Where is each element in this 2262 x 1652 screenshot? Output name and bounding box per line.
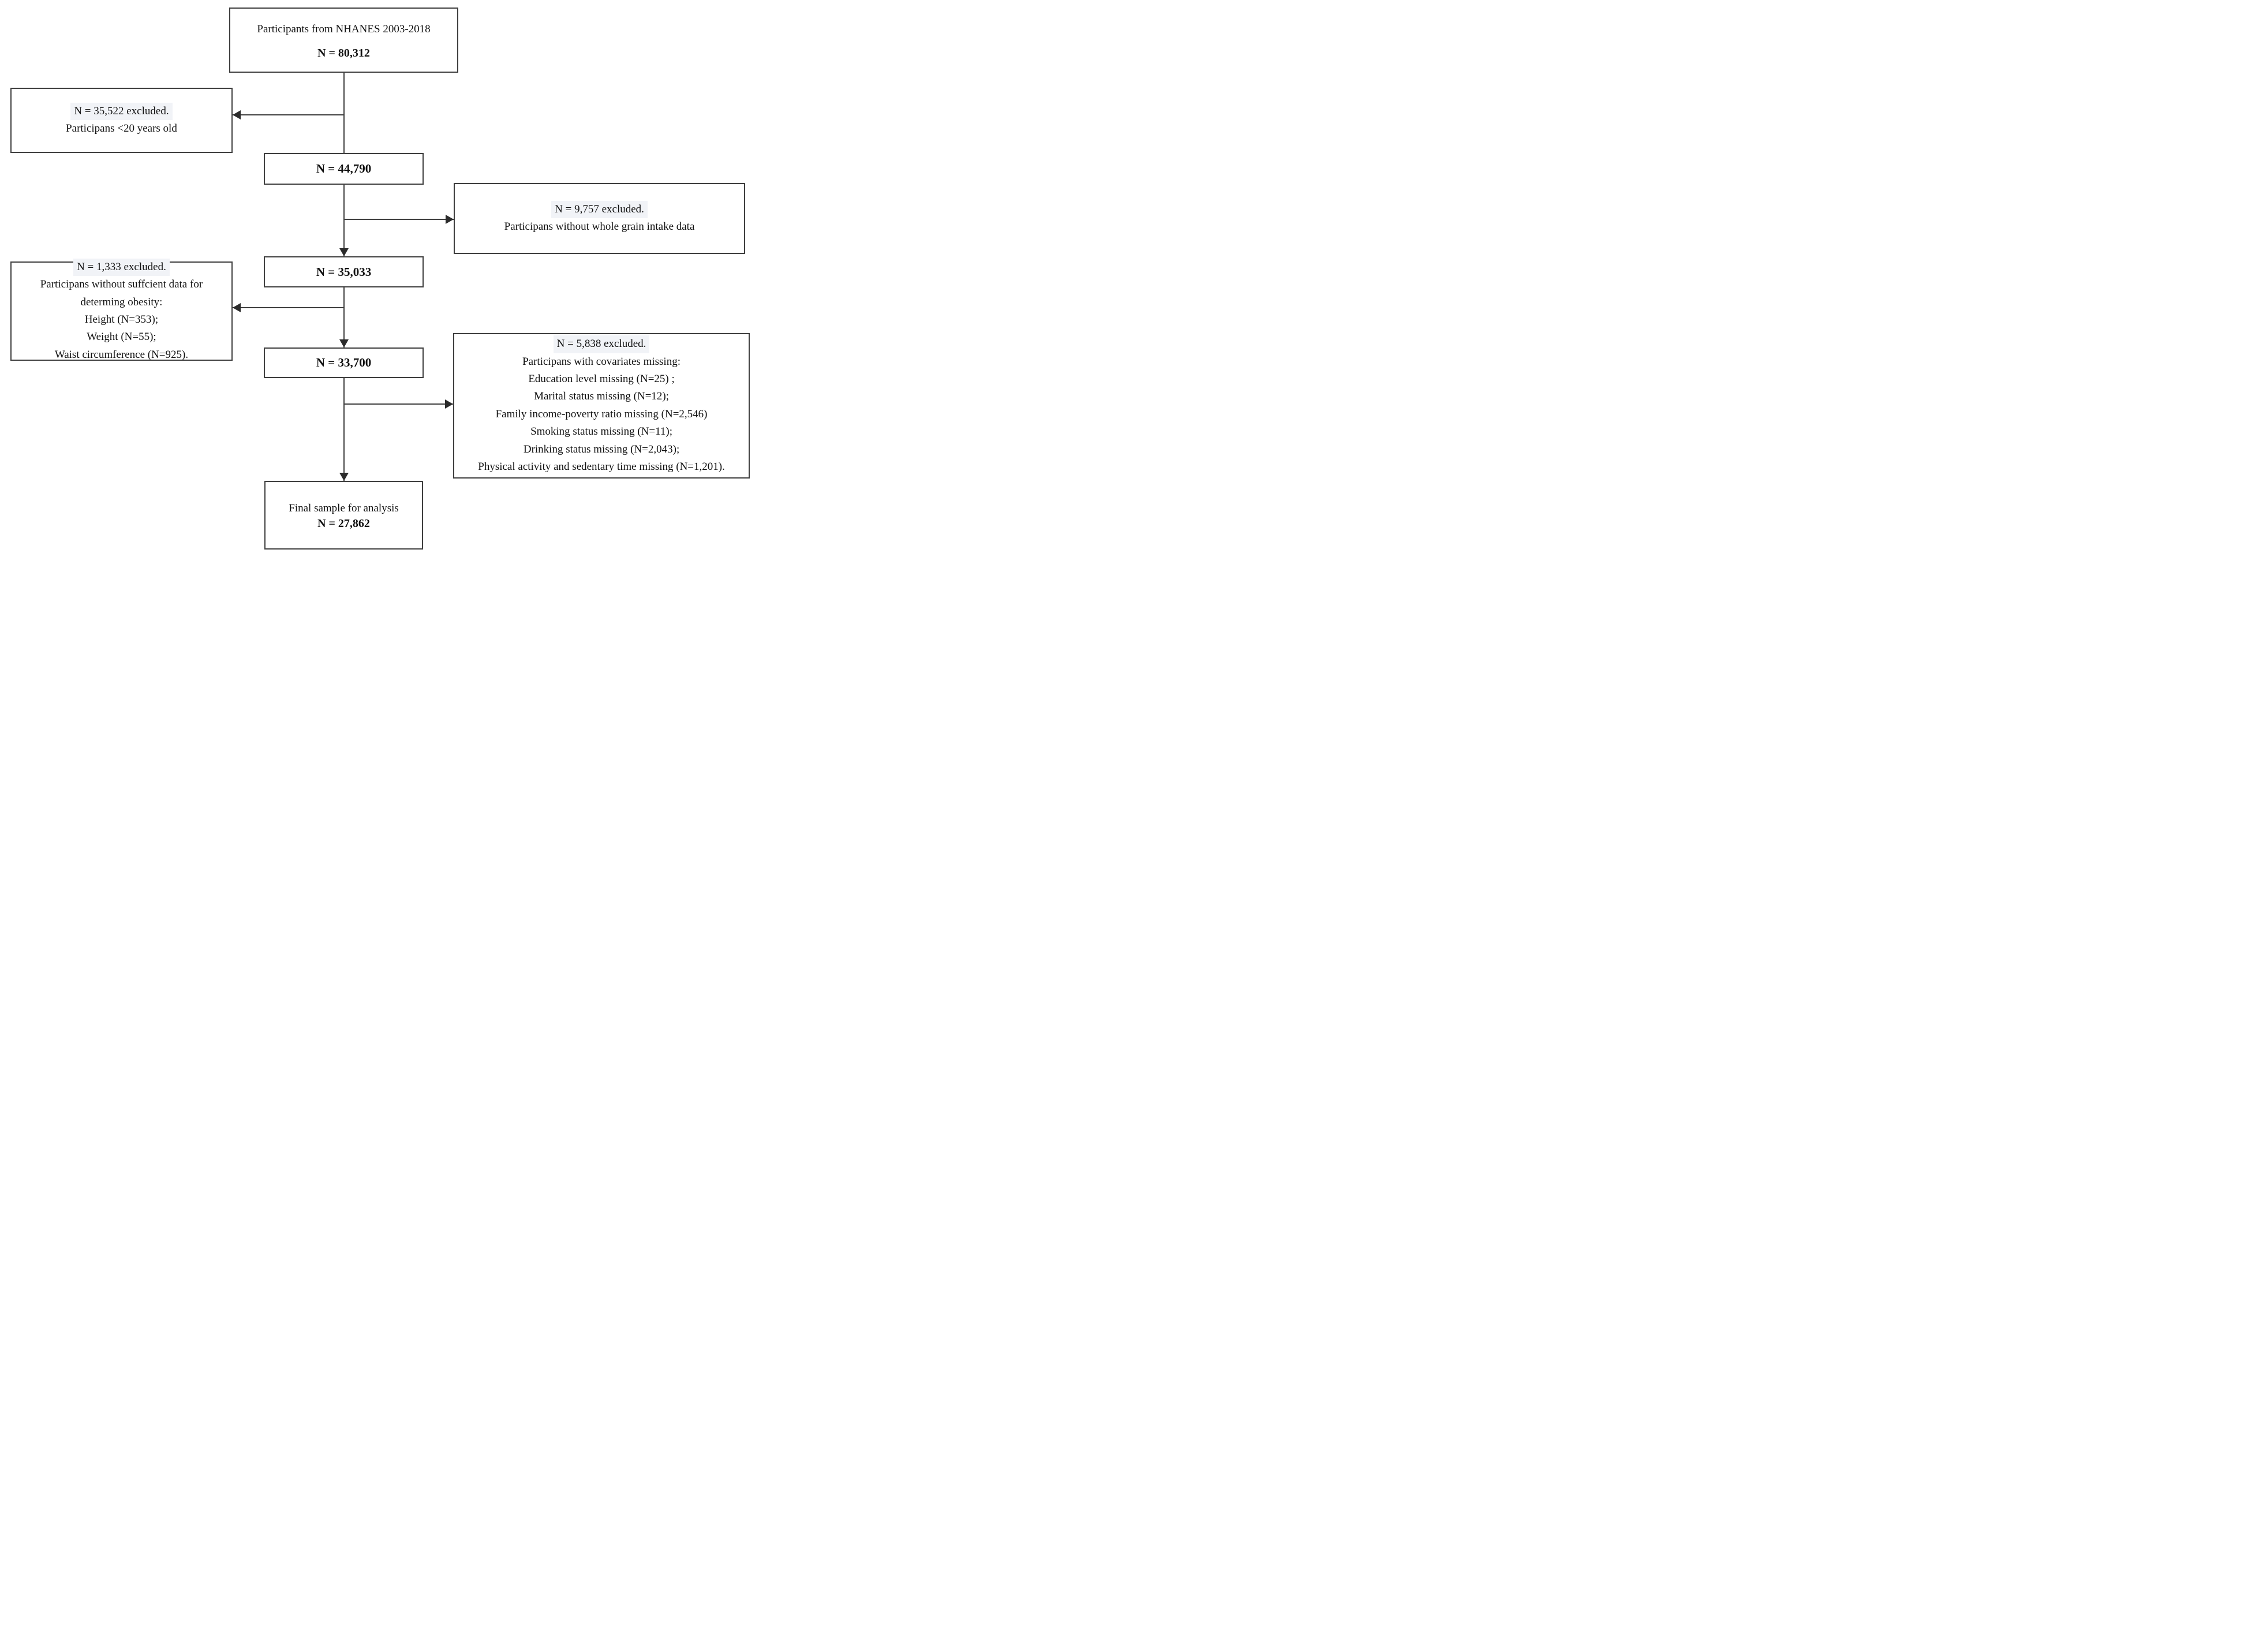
- excluded-detail: Drinking status missing (N=2,043);: [523, 443, 680, 455]
- connector-line: [232, 307, 344, 309]
- excluded-detail: Smoking status missing (N=11);: [530, 425, 673, 438]
- participant-flow-diagram: Participants from NHANES 2003-2018 N = 8…: [0, 0, 754, 551]
- arrowhead-right-icon: [446, 214, 454, 224]
- box-excluded-whole-grain: N = 9,757 excluded. Participans without …: [454, 182, 745, 254]
- connector-line: [343, 72, 345, 154]
- excluded-count: N = 1,333 excluded.: [73, 258, 170, 276]
- excluded-count: N = 5,838 excluded.: [553, 335, 650, 353]
- arrowhead-right-icon: [444, 399, 453, 409]
- excluded-detail: Marital status missing (N=12);: [534, 390, 670, 403]
- connector-line: [343, 378, 345, 481]
- arrowhead-down-icon: [339, 473, 349, 481]
- box-n-44790: N = 44,790: [264, 153, 424, 185]
- sample-count: N = 33,700: [316, 355, 372, 369]
- excluded-reason: Participans with covariates missing:: [522, 355, 681, 368]
- arrowhead-down-icon: [339, 339, 349, 347]
- excluded-count: N = 9,757 excluded.: [551, 200, 648, 219]
- connector-line: [343, 287, 345, 348]
- connector-line: [343, 184, 345, 256]
- box-excluded-obesity-data: N = 1,333 excluded. Participans without …: [10, 258, 233, 361]
- arrowhead-left-icon: [232, 110, 241, 119]
- excluded-detail: Height (N=353);: [84, 313, 159, 326]
- box-excluded-covariates: N = 5,838 excluded. Participans with cov…: [453, 333, 750, 479]
- connector-line: [232, 114, 344, 115]
- box-n-33700: N = 33,700: [264, 347, 424, 379]
- excluded-detail: Education level missing (N=25) ;: [528, 373, 675, 386]
- connector-line: [343, 218, 454, 220]
- box-excluded-age: N = 35,522 excluded. Participans <20 yea…: [10, 87, 233, 154]
- source-count: N = 80,312: [317, 46, 370, 59]
- source-label: Participants from NHANES 2003-2018: [257, 23, 431, 35]
- excluded-count: N = 35,522 excluded.: [70, 103, 173, 121]
- box-nhanes-source: Participants from NHANES 2003-2018 N = 8…: [229, 8, 459, 73]
- sample-count: N = 35,033: [316, 264, 372, 279]
- connector-line: [343, 403, 453, 405]
- excluded-detail: Waist circumference (N=925).: [54, 348, 189, 361]
- final-sample-count: N = 27,862: [317, 517, 370, 530]
- box-final-sample: Final sample for analysis N = 27,862: [264, 481, 423, 550]
- excluded-reason: Participans without whole grain intake d…: [504, 220, 695, 233]
- excluded-reason: Participans <20 years old: [66, 122, 177, 135]
- excluded-reason: Participans without suffcient data for: [40, 278, 203, 291]
- sample-count: N = 44,790: [316, 161, 372, 175]
- final-sample-label: Final sample for analysis: [289, 502, 399, 514]
- arrowhead-down-icon: [339, 248, 349, 256]
- arrowhead-left-icon: [232, 303, 241, 313]
- box-n-35033: N = 35,033: [264, 256, 424, 288]
- excluded-detail: Weight (N=55);: [87, 331, 156, 343]
- excluded-detail: Family income-poverty ratio missing (N=2…: [495, 408, 708, 420]
- excluded-reason: determing obesity:: [80, 296, 163, 308]
- excluded-detail: Physical activity and sedentary time mis…: [478, 461, 725, 473]
